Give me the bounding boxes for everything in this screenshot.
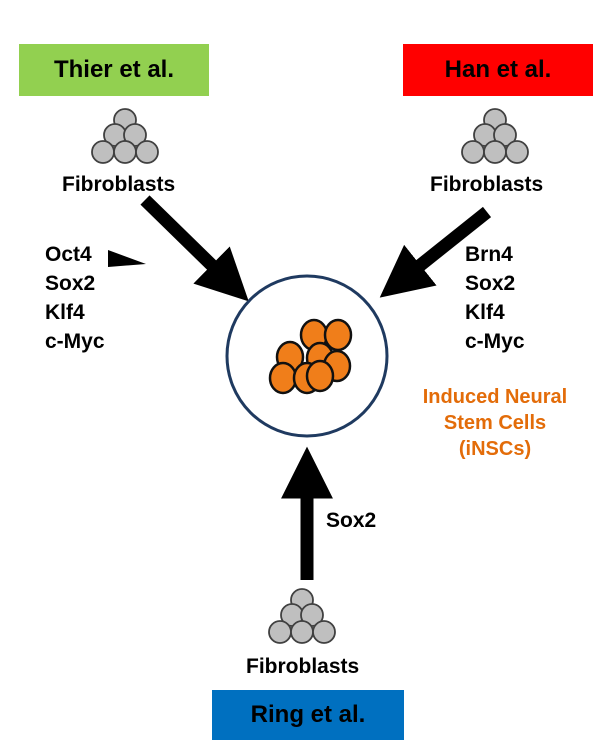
thier-arrow [140, 195, 249, 302]
insc-cells-icon [268, 318, 353, 395]
ring-label-box: Ring et al. [212, 690, 404, 740]
oct4-wedge-icon [108, 250, 146, 267]
factor-item: Brn4 [465, 243, 513, 266]
insc-cell [305, 359, 335, 393]
insc-label-line: Stem Cells [443, 412, 547, 434]
factor-item: c-Myc [465, 330, 525, 353]
fibroblast-cell [461, 140, 485, 164]
factor-item: Oct4 [45, 243, 92, 266]
factor-item: Sox2 [45, 272, 96, 295]
ring-label: Ring et al. [250, 701, 366, 728]
fibroblast-cell [91, 140, 115, 164]
fibroblast-cluster-icon [461, 108, 529, 164]
thier-source-label: Fibroblasts [62, 173, 176, 196]
thier-label-box: Thier et al. [19, 44, 209, 96]
fibroblast-cell [268, 620, 292, 644]
factor-item: Klf4 [45, 301, 85, 324]
han-label: Han et al. [444, 56, 552, 83]
factor-item: Klf4 [465, 301, 505, 324]
insc-label-line: (iNSCs) [458, 438, 532, 460]
ring-factor-list: Sox2 [326, 506, 376, 535]
han-arrow [379, 206, 492, 298]
thier-factor-list: Oct4 Sox2 Klf4 c-Myc [45, 240, 105, 356]
factor-item: Sox2 [465, 272, 516, 295]
han-label-box: Han et al. [403, 44, 593, 96]
thier-label: Thier et al. [53, 56, 175, 83]
fibroblast-cell [290, 620, 314, 644]
fibroblast-cell [135, 140, 159, 164]
insc-cell [268, 361, 298, 395]
factor-item: c-Myc [45, 330, 105, 353]
fibroblast-cluster-icon [91, 108, 159, 164]
insc-label: Induced Neural Stem Cells (iNSCs) [400, 384, 590, 462]
fibroblast-cell [113, 140, 137, 164]
fibroblast-cell [505, 140, 529, 164]
han-source-label: Fibroblasts [430, 173, 544, 196]
han-factor-list: Brn4 Sox2 Klf4 c-Myc [465, 240, 525, 356]
fibroblast-cell [483, 140, 507, 164]
ring-source-label: Fibroblasts [246, 655, 360, 678]
fibroblast-cluster-icon [268, 588, 336, 644]
insc-label-line: Induced Neural [422, 386, 568, 408]
fibroblast-cell [312, 620, 336, 644]
factor-item: Sox2 [326, 509, 377, 532]
